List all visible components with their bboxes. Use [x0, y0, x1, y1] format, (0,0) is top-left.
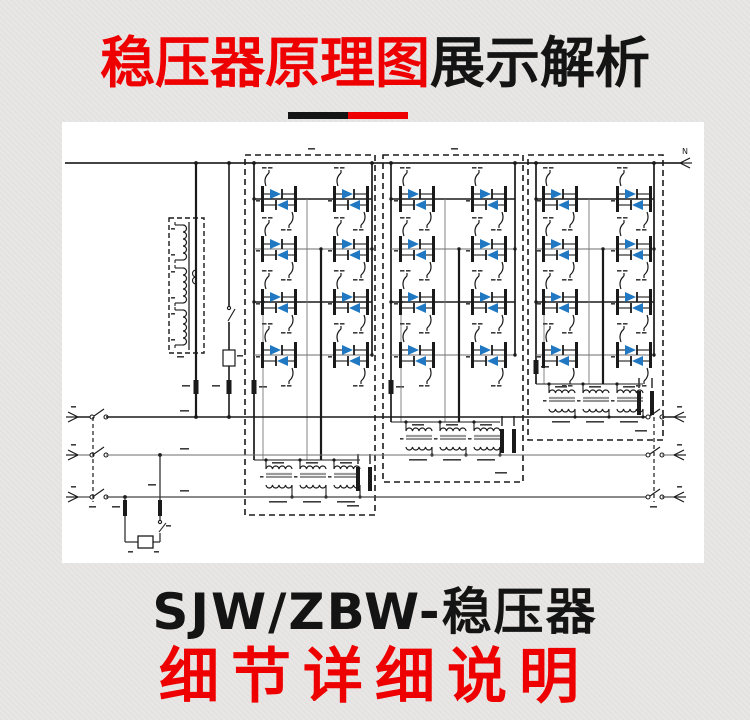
thyristor-box-2 — [382, 154, 524, 483]
thyristor-module — [611, 270, 652, 334]
scr-triangle — [270, 189, 281, 199]
scr-triangle — [408, 345, 419, 355]
input-feeders — [182, 161, 243, 419]
scr-triangle — [480, 345, 491, 355]
scr-triangle — [558, 200, 569, 210]
scr-triangle — [342, 189, 353, 199]
thyristor-module — [611, 167, 652, 231]
thyristor-module — [328, 270, 369, 334]
scr-triangle — [487, 303, 498, 313]
thyristor-module — [466, 217, 507, 281]
scr-triangle — [487, 200, 498, 210]
neutral-terminal-label: N — [682, 147, 688, 156]
title-red-segment: 稳压器原理图 — [99, 31, 430, 95]
scr-triangle — [625, 189, 636, 199]
thyristor-module — [394, 217, 435, 281]
scr-triangle — [349, 250, 360, 260]
scr-triangle — [632, 200, 643, 210]
control-transformer — [328, 458, 362, 503]
divider-red-half — [348, 112, 408, 119]
model-caption: SJW/ZBW-稳压器 — [152, 583, 598, 641]
scr-triangle — [415, 356, 426, 366]
scr-triangle — [408, 239, 419, 249]
detail-caption: 细节详细说明 — [159, 642, 591, 712]
thyristor-module — [466, 167, 507, 231]
neutral-bus: N — [65, 147, 692, 169]
scr-triangle — [270, 345, 281, 355]
control-transformer — [400, 420, 434, 461]
thyristor-module — [256, 167, 297, 231]
scr-triangle — [270, 239, 281, 249]
thyristor-module — [394, 270, 435, 334]
scr-triangle — [408, 292, 419, 302]
thyristor-module — [537, 217, 578, 281]
scr-triangle — [415, 303, 426, 313]
thyristor-module — [394, 323, 435, 387]
scr-triangle — [625, 292, 636, 302]
phase-lines — [66, 406, 686, 508]
control-transformer — [434, 420, 468, 461]
scr-triangle — [558, 356, 569, 366]
scr-triangle — [277, 303, 288, 313]
title-black-segment: 展示解析 — [430, 31, 651, 95]
scr-triangle — [487, 250, 498, 260]
thyristor-module — [611, 217, 652, 281]
stabilizer-circuit-diagram: N — [65, 147, 692, 553]
thyristor-module — [256, 217, 297, 281]
control-transformer — [294, 458, 328, 503]
scr-triangle — [349, 303, 360, 313]
control-branch — [112, 453, 171, 553]
scr-triangle — [625, 239, 636, 249]
scr-triangle — [270, 292, 281, 302]
scr-triangle — [558, 303, 569, 313]
scr-triangle — [277, 250, 288, 260]
thyristor-module — [466, 323, 507, 387]
scr-triangle — [349, 200, 360, 210]
scr-triangle — [415, 200, 426, 210]
thyristor-module — [394, 167, 435, 231]
thyristor-module — [611, 323, 652, 387]
scr-triangle — [551, 189, 562, 199]
thyristor-module — [256, 270, 297, 334]
scr-triangle — [487, 356, 498, 366]
scr-triangle — [558, 250, 569, 260]
thyristor-module — [466, 270, 507, 334]
scr-triangle — [551, 292, 562, 302]
scr-triangle — [342, 345, 353, 355]
thyristor-module — [328, 217, 369, 281]
schematic-panel: N — [62, 122, 704, 563]
scr-triangle — [277, 200, 288, 210]
scr-triangle — [480, 239, 491, 249]
tap-winding-box — [168, 217, 205, 358]
scr-triangle — [415, 250, 426, 260]
control-transformer — [260, 458, 294, 503]
title-divider — [288, 112, 408, 119]
thyristor-module — [537, 323, 578, 387]
scr-triangle — [342, 239, 353, 249]
divider-black-half — [288, 112, 348, 119]
thyristor-module — [256, 323, 297, 387]
scr-triangle — [551, 345, 562, 355]
scr-triangle — [349, 356, 360, 366]
thyristor-module — [537, 270, 578, 334]
thyristor-module — [328, 323, 369, 387]
page-title: 稳压器原理图展示解析 — [0, 33, 750, 94]
scr-triangle — [277, 356, 288, 366]
scr-triangle — [632, 303, 643, 313]
thyristor-module — [537, 167, 578, 231]
thyristor-module — [328, 167, 369, 231]
scr-triangle — [342, 292, 353, 302]
scr-triangle — [480, 189, 491, 199]
scr-triangle — [480, 292, 491, 302]
scr-triangle — [551, 239, 562, 249]
scr-triangle — [632, 356, 643, 366]
thyristor-box-1 — [244, 154, 376, 516]
scr-triangle — [625, 345, 636, 355]
thyristor-box-3 — [527, 154, 664, 441]
scr-triangle — [408, 189, 419, 199]
scr-triangle — [632, 250, 643, 260]
